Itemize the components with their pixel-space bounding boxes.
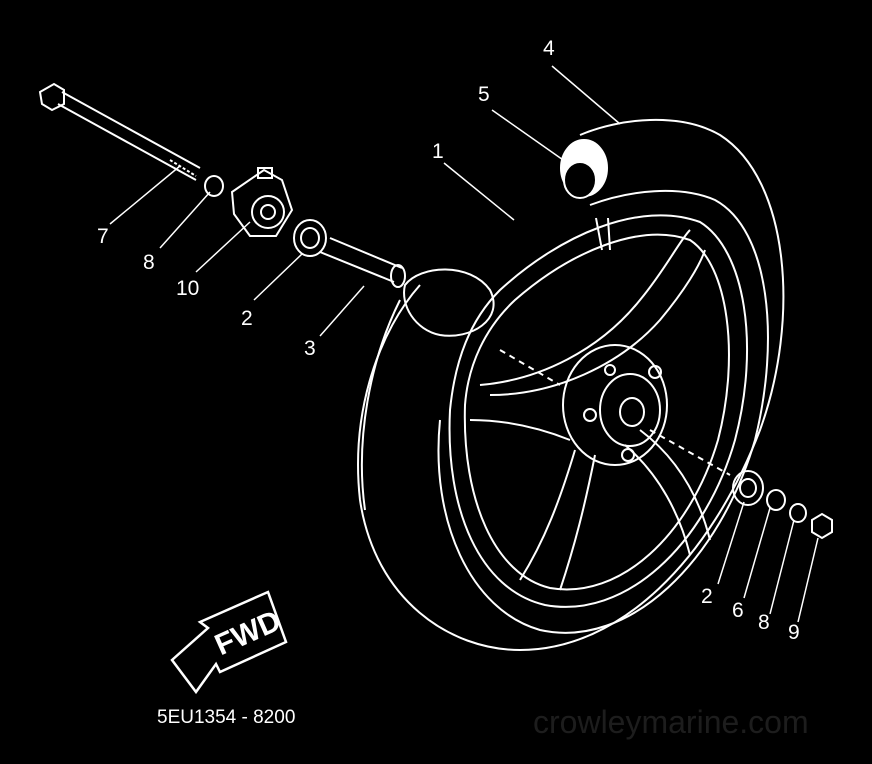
callout-8b: 8 — [758, 611, 770, 634]
leader-2a — [253, 253, 303, 301]
gear-unit — [230, 167, 294, 237]
leader-2b — [717, 501, 745, 585]
gear-unit-tab — [257, 167, 273, 179]
axle-bolt-shaft — [57, 91, 201, 181]
hub-bolt-4 — [604, 364, 616, 376]
drawing-code: 5EU1354 - 8200 — [157, 707, 296, 728]
hub-bore — [619, 397, 645, 427]
tire-outer-edge — [357, 118, 785, 652]
fwd-arrow — [170, 590, 288, 695]
leader-8b — [769, 519, 795, 615]
rim-inner-edge — [463, 233, 730, 591]
callout-1: 1 — [432, 140, 444, 163]
leader-lines — [109, 65, 819, 623]
washer-left — [204, 175, 224, 197]
gear-unit-body — [230, 168, 294, 237]
rim-edge — [448, 214, 749, 608]
leader-1 — [443, 162, 515, 221]
leader-6 — [743, 507, 771, 599]
axle-nut — [811, 512, 833, 540]
hub-bolt-1 — [648, 365, 662, 379]
callout-10: 10 — [176, 277, 200, 300]
hub-bolt-2 — [583, 408, 597, 422]
spoke-upper — [479, 229, 691, 386]
callout-9: 9 — [788, 621, 800, 644]
spoke-right — [639, 429, 711, 541]
callout-6: 6 — [732, 599, 744, 622]
axle-bolt-thread — [169, 159, 197, 177]
leader-3 — [319, 285, 365, 337]
callout-2a: 2 — [241, 307, 253, 330]
callout-3: 3 — [304, 337, 316, 360]
leader-9 — [797, 537, 819, 623]
gear-unit-bore — [260, 204, 276, 220]
leader-5 — [491, 109, 567, 163]
axle-bolt — [38, 82, 201, 181]
spoke-upper-inner — [489, 249, 706, 396]
collar-right — [766, 489, 786, 511]
callout-8a: 8 — [143, 251, 155, 274]
spacer-collar — [319, 237, 406, 288]
spoke-left — [469, 419, 571, 441]
gear-unit-face — [251, 195, 285, 229]
valve-stem — [560, 139, 611, 251]
valve-stem-body — [595, 217, 611, 251]
washer-right — [789, 503, 807, 523]
axle-bolt-head — [38, 82, 65, 112]
wheel-assembly — [357, 118, 785, 652]
callout-4: 4 — [543, 37, 555, 60]
bearing-right — [732, 470, 764, 506]
tire-tread-left — [360, 299, 401, 511]
leader-4 — [551, 65, 621, 125]
valve-cap-shadow — [563, 161, 597, 199]
spoke-lower — [519, 449, 576, 581]
callout-7: 7 — [97, 225, 109, 248]
spoke-right-inner — [624, 444, 691, 556]
callout-5: 5 — [478, 83, 490, 106]
watermark: crowleymarine.com — [533, 704, 809, 740]
leader-10 — [195, 221, 251, 273]
axle-centerline — [499, 349, 731, 476]
bearing-left — [293, 219, 327, 257]
callout-2b: 2 — [701, 585, 713, 608]
spoke-lower-inner — [559, 454, 596, 591]
leader-7 — [109, 165, 181, 225]
leader-8a — [159, 191, 211, 249]
hub-face — [599, 373, 661, 447]
tire-cross-section-left — [403, 268, 495, 337]
tire-inner-edge — [437, 189, 769, 634]
hub-outer — [562, 344, 668, 466]
hub-bolt-3 — [621, 448, 635, 462]
